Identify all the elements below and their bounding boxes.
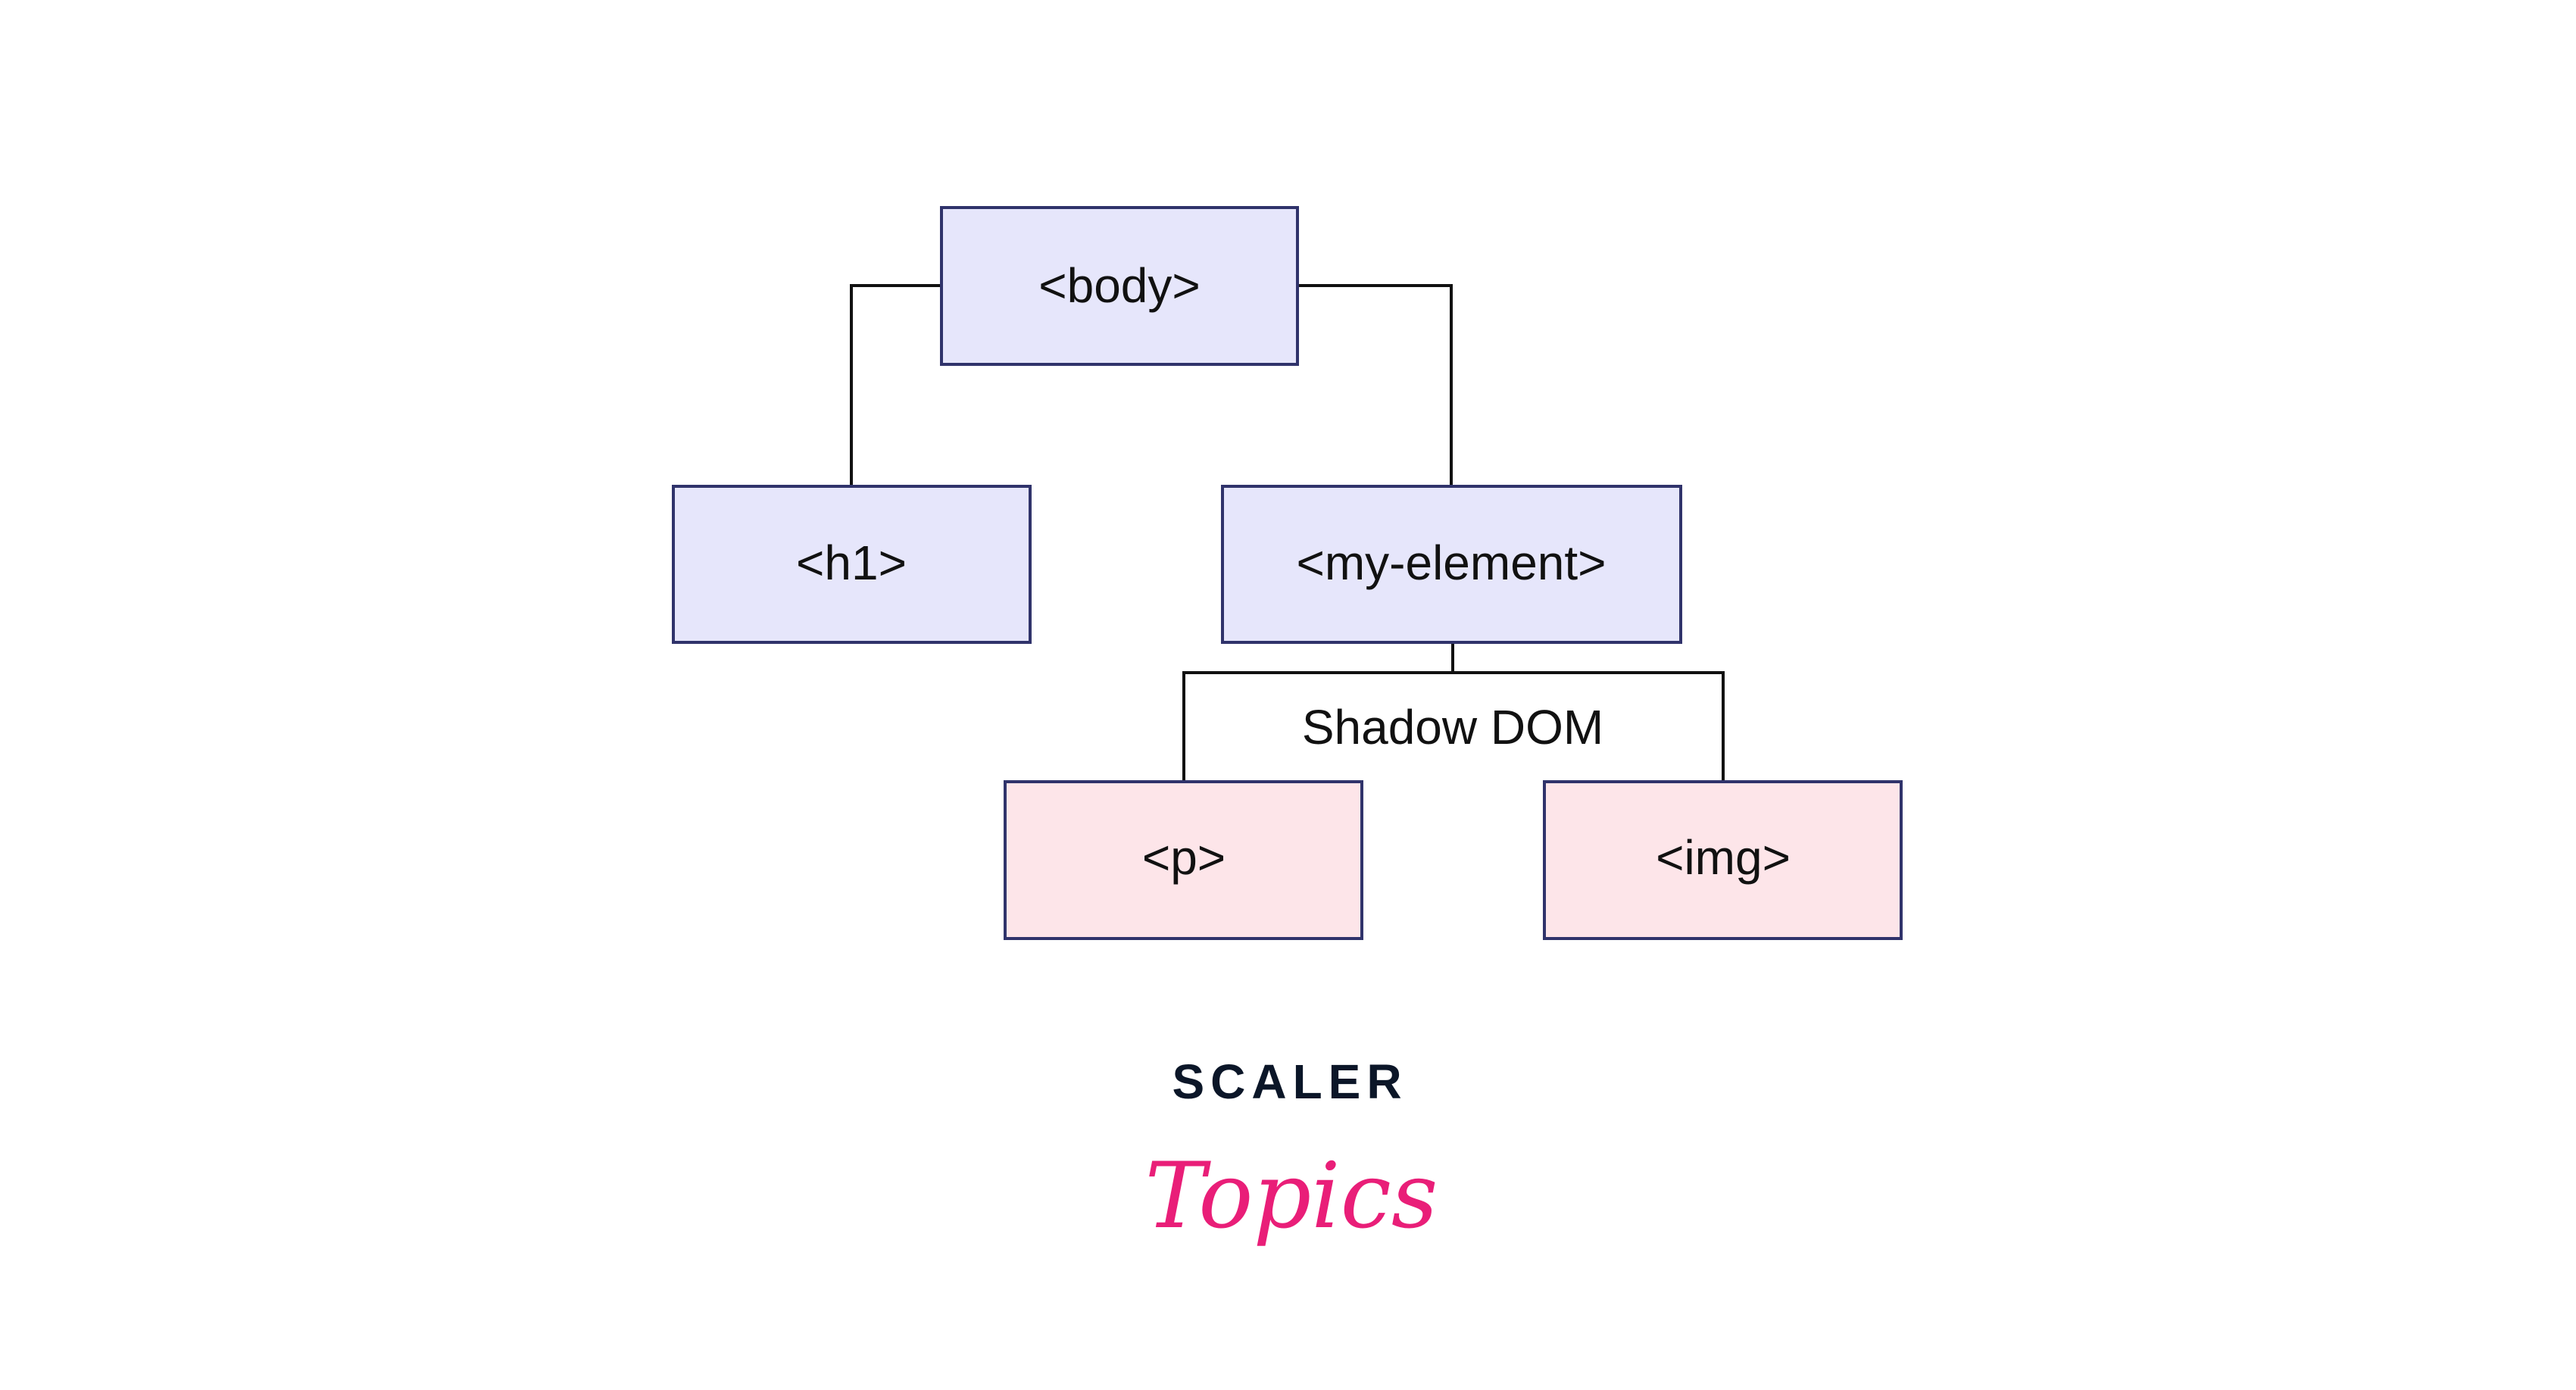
- scaler-topics-logo: SCALER Topics: [1145, 1054, 1438, 1249]
- logo-topics-text: Topics: [1145, 1144, 1438, 1249]
- edge-body-h1: [850, 284, 941, 486]
- edge-body-my-element: [1297, 284, 1453, 486]
- node-my-element: <my-element>: [1221, 485, 1682, 644]
- node-img: <img>: [1543, 780, 1903, 940]
- node-img-label: <img>: [1656, 830, 1791, 885]
- node-p-label: <p>: [1142, 830, 1226, 885]
- shadow-dom-label: Shadow DOM: [1302, 700, 1603, 754]
- edge-shadow-bracket: [1182, 671, 1725, 782]
- node-my-element-label: <my-element>: [1296, 536, 1606, 590]
- node-body-label: <body>: [1038, 258, 1201, 313]
- node-p: <p>: [1004, 780, 1363, 940]
- node-body: <body>: [940, 206, 1299, 366]
- node-h1-label: <h1>: [796, 536, 907, 590]
- logo-scaler-text: SCALER: [1172, 1054, 1407, 1109]
- node-h1: <h1>: [672, 485, 1032, 644]
